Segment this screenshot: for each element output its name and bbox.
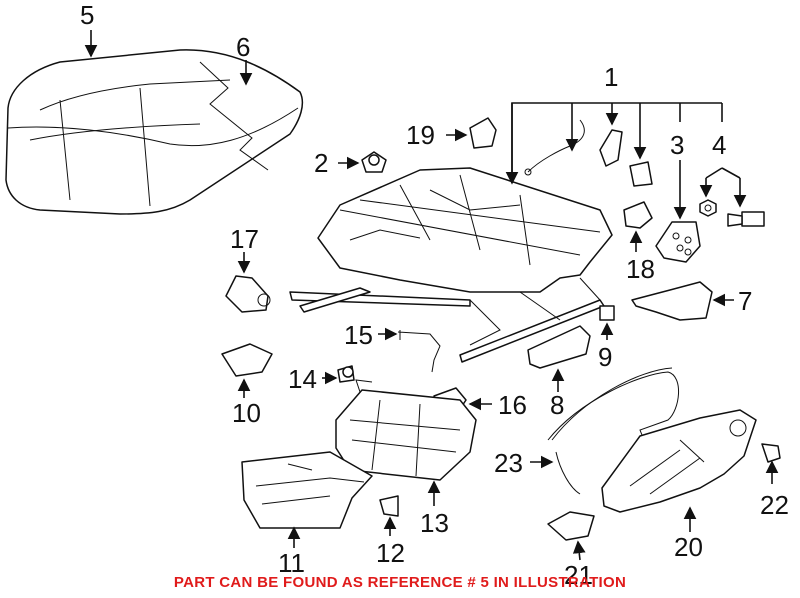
screw-14-part <box>337 365 355 383</box>
wire-frame-23-part <box>547 367 680 495</box>
callout-5: 5 <box>80 0 94 30</box>
callout-16: 16 <box>498 390 527 420</box>
callout-12: 12 <box>376 538 405 568</box>
cable-part <box>524 119 585 176</box>
reference-note: PART CAN BE FOUND AS REFERENCE # 5 IN IL… <box>174 574 626 591</box>
bracket-18-part <box>623 201 653 229</box>
drawer-11-part <box>241 451 373 529</box>
wire-15-part <box>397 330 441 373</box>
clip-part <box>599 129 623 167</box>
callout-2: 2 <box>314 148 328 178</box>
callout-21: 21 <box>564 560 593 590</box>
callout-14: 14 <box>288 364 317 394</box>
clip-12-part <box>379 495 399 517</box>
trim-8-part <box>527 325 591 369</box>
bracket-small-part <box>629 161 653 187</box>
callout-10: 10 <box>232 398 261 428</box>
callout-4: 4 <box>712 130 726 160</box>
callout-13: 13 <box>420 508 449 538</box>
callout-9: 9 <box>598 342 612 372</box>
bracket-19-part <box>469 117 497 149</box>
callout-11: 11 <box>278 548 305 578</box>
callout-17: 17 <box>230 224 259 254</box>
callout-23: 23 <box>494 448 523 478</box>
mechanism-plate-part <box>655 221 701 263</box>
callout-20: 20 <box>674 532 703 562</box>
callout-19: 19 <box>406 120 435 150</box>
support-17-part <box>225 275 271 313</box>
callout-18: 18 <box>626 254 655 284</box>
fastener-22-part <box>761 443 781 463</box>
callout-6: 6 <box>236 32 250 62</box>
cover-21-part <box>547 511 595 541</box>
callout-15: 15 <box>344 320 373 350</box>
side-panel-20-part <box>601 409 757 513</box>
seat-frame-part <box>289 167 613 363</box>
nut-part <box>699 199 717 217</box>
bolt-part <box>727 211 765 227</box>
pin-part <box>361 151 387 173</box>
callout-1: 1 <box>604 62 618 92</box>
callout-8: 8 <box>550 390 564 420</box>
trim-7-part <box>631 281 713 321</box>
callout-3: 3 <box>670 130 684 160</box>
seat-cushion-part <box>5 49 304 215</box>
callout-22: 22 <box>760 490 789 520</box>
tray-frame-13-part <box>335 379 477 481</box>
cover-10-part <box>221 343 273 377</box>
clip-9-part <box>599 305 615 321</box>
callout-7: 7 <box>738 286 752 316</box>
